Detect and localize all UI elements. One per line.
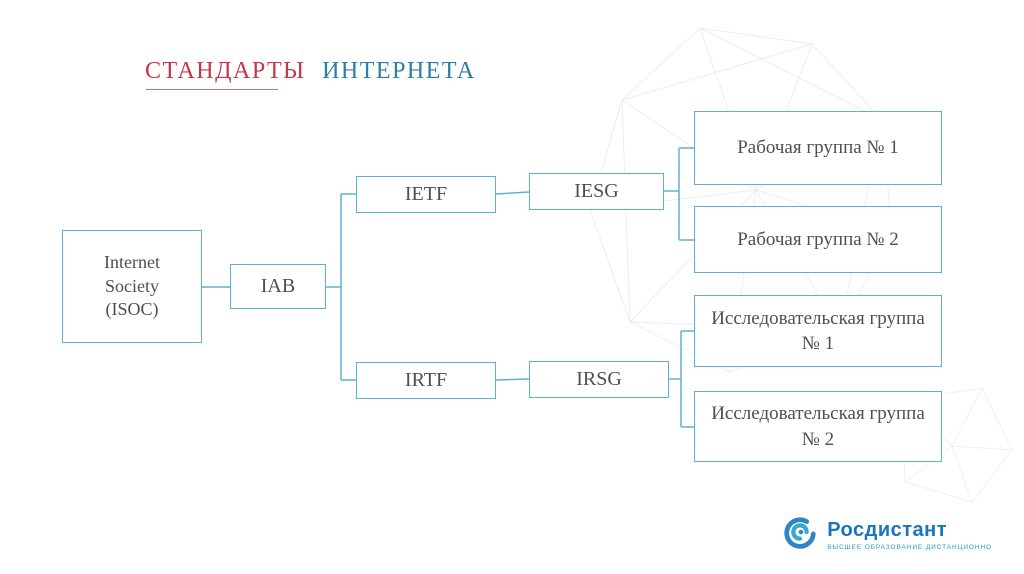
node-iab: IAB — [230, 264, 326, 309]
node-iesg: IESG — [529, 173, 664, 210]
node-working-group-2-label: Рабочая группа № 2 — [737, 228, 899, 250]
node-irtf: IRTF — [356, 362, 496, 399]
node-irsg: IRSG — [529, 361, 669, 398]
logo-tagline: ВЫСШЕЕ ОБРАЗОВАНИЕ ДИСТАНЦИОННО — [827, 543, 992, 551]
page-title: СТАНДАРТЫ ИНТЕРНЕТА — [145, 58, 476, 90]
node-isoc-label: Internet Society (ISOC) — [104, 251, 160, 320]
logo-text: Росдистант ВЫСШЕЕ ОБРАЗОВАНИЕ ДИСТАНЦИОН… — [827, 519, 992, 551]
title-word-internet: ИНТЕРНЕТА — [322, 58, 476, 84]
node-ietf: IETF — [356, 176, 496, 213]
node-research-group-1: Исследовательская группа № 1 — [694, 295, 942, 367]
logo-name: Росдистант — [827, 518, 948, 541]
node-irtf-label: IRTF — [404, 369, 448, 392]
node-research-group-2-label: Исследовательская группа № 2 — [711, 403, 925, 450]
swirl-logo-icon — [781, 513, 819, 556]
node-iesg-label: IESG — [574, 180, 619, 203]
node-research-group-2: Исследовательская группа № 2 — [694, 391, 942, 462]
node-iab-label: IAB — [260, 275, 296, 298]
rosdistant-logo: Росдистант ВЫСШЕЕ ОБРАЗОВАНИЕ ДИСТАНЦИОН… — [781, 513, 992, 556]
title-word-standards: СТАНДАРТЫ — [145, 58, 306, 90]
node-ietf-label: IETF — [404, 183, 448, 206]
node-working-group-1-label: Рабочая группа № 1 — [737, 137, 899, 159]
node-working-group-1: Рабочая группа № 1 — [694, 111, 942, 185]
node-irsg-label: IRSG — [576, 368, 622, 391]
node-working-group-2: Рабочая группа № 2 — [694, 206, 942, 273]
node-research-group-1-label: Исследовательская группа № 1 — [711, 307, 925, 354]
node-isoc: Internet Society (ISOC) — [62, 230, 202, 343]
